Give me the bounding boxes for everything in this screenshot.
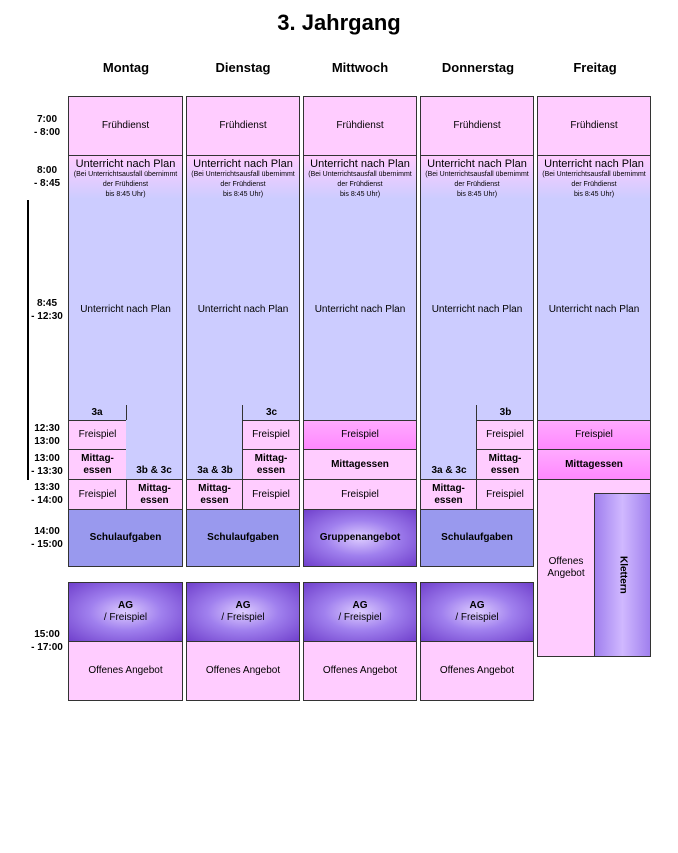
time-label-0845: 8:45- 12:30 bbox=[31, 298, 63, 322]
freitag-freispiel: Freispiel bbox=[537, 420, 651, 450]
time-label-1400: 14:00- 15:00 bbox=[31, 526, 63, 550]
dienstag-class-3c: 3c bbox=[265, 407, 278, 418]
donnerstag-3b-mittagessen: Mittag-essen bbox=[476, 449, 534, 480]
day-header-dienstag: Dienstag bbox=[215, 60, 271, 75]
time-label-0700: 7:00- 8:00 bbox=[33, 114, 61, 138]
mittwoch-fruehdienst: Frühdienst bbox=[303, 96, 417, 156]
montag-schulaufgaben: Schulaufgaben bbox=[68, 509, 183, 567]
donnerstag-unterricht: Unterricht nach Plan bbox=[420, 199, 534, 421]
dienstag-3c-freispiel: Freispiel bbox=[242, 420, 300, 450]
dienstag-3c-freispiel-2: Freispiel bbox=[242, 479, 300, 510]
montag-ag-freispiel: AG/ Freispiel bbox=[68, 582, 183, 642]
page-title: 3. Jahrgang bbox=[277, 10, 401, 35]
mittwoch-freispiel-2: Freispiel bbox=[303, 479, 417, 510]
montag-unterricht: Unterricht nach Plan bbox=[68, 199, 183, 421]
freitag-mittagessen: Mittagessen bbox=[537, 449, 651, 480]
mittwoch-ag-freispiel: AG/ Freispiel bbox=[303, 582, 417, 642]
dienstag-class-3a3b: 3a & 3b bbox=[186, 420, 243, 480]
montag-offenes-angebot: Offenes Angebot bbox=[68, 641, 183, 701]
montag-3b3c-mittagessen: Mittag-essen bbox=[126, 479, 183, 510]
donnerstag-schulaufgaben: Schulaufgaben bbox=[420, 509, 534, 567]
donnerstag-3b-freispiel-2: Freispiel bbox=[476, 479, 534, 510]
mittwoch-unterricht-note: Unterricht nach Plan (Bei Unterrichtsaus… bbox=[303, 155, 417, 200]
donnerstag-3b-freispiel: Freispiel bbox=[476, 420, 534, 450]
donnerstag-class-3b: 3b bbox=[499, 407, 512, 418]
day-header-freitag: Freitag bbox=[573, 60, 617, 75]
freitag-klettern: Klettern bbox=[594, 493, 651, 657]
dienstag-offenes-angebot: Offenes Angebot bbox=[186, 641, 300, 701]
day-header-montag: Montag bbox=[102, 60, 150, 75]
montag-fruehdienst: Frühdienst bbox=[68, 96, 183, 156]
donnerstag-ag-freispiel: AG/ Freispiel bbox=[420, 582, 534, 642]
mittwoch-mittagessen: Mittagessen bbox=[303, 449, 417, 480]
time-label-1330: 13:30- 14:00 bbox=[31, 482, 63, 506]
montag-unterricht-note: Unterricht nach Plan (Bei Unterrichtsaus… bbox=[68, 155, 183, 200]
freitag-unterricht-note: Unterricht nach Plan (Bei Unterrichtsaus… bbox=[537, 155, 651, 200]
donnerstag-fruehdienst: Frühdienst bbox=[420, 96, 534, 156]
dienstag-unterricht: Unterricht nach Plan bbox=[186, 199, 300, 421]
freitag-unterricht: Unterricht nach Plan bbox=[537, 199, 651, 421]
donnerstag-class-3a3c: 3a & 3c bbox=[420, 420, 477, 480]
freitag-fruehdienst: Frühdienst bbox=[537, 96, 651, 156]
mittwoch-unterricht: Unterricht nach Plan bbox=[303, 199, 417, 421]
mittwoch-freispiel: Freispiel bbox=[303, 420, 417, 450]
montag-3a-freispiel-2: Freispiel bbox=[68, 479, 127, 510]
time-label-1500: 15:00- 17:00 bbox=[31, 629, 63, 653]
day-header-donnerstag: Donnerstag bbox=[441, 60, 515, 75]
montag-3a-freispiel: Freispiel bbox=[68, 420, 127, 450]
dienstag-unterricht-note: Unterricht nach Plan (Bei Unterrichtsaus… bbox=[186, 155, 300, 200]
montag-3a-mittagessen: Mittag-essen bbox=[68, 449, 127, 480]
day-header-mittwoch: Mittwoch bbox=[331, 60, 389, 75]
time-label-0800: 8:00- 8:45 bbox=[33, 165, 61, 189]
timeline-line bbox=[27, 200, 29, 480]
dienstag-schulaufgaben: Schulaufgaben bbox=[186, 509, 300, 567]
donnerstag-3a3c-mittagessen: Mittag-essen bbox=[420, 479, 477, 510]
montag-class-3a: 3a bbox=[91, 407, 103, 418]
donnerstag-offenes-angebot: Offenes Angebot bbox=[420, 641, 534, 701]
mittwoch-offenes-angebot: Offenes Angebot bbox=[303, 641, 417, 701]
mittwoch-gruppenangebot: Gruppenangebot bbox=[303, 509, 417, 567]
dienstag-ag-freispiel: AG/ Freispiel bbox=[186, 582, 300, 642]
dienstag-3c-mittagessen: Mittag-essen bbox=[242, 449, 300, 480]
dienstag-3a3b-mittagessen: Mittag-essen bbox=[186, 479, 243, 510]
donnerstag-unterricht-note: Unterricht nach Plan (Bei Unterrichtsaus… bbox=[420, 155, 534, 200]
montag-class-3b3c: 3b & 3c bbox=[126, 420, 183, 480]
dienstag-fruehdienst: Frühdienst bbox=[186, 96, 300, 156]
time-label-1300: 13:00- 13:30 bbox=[31, 453, 63, 477]
